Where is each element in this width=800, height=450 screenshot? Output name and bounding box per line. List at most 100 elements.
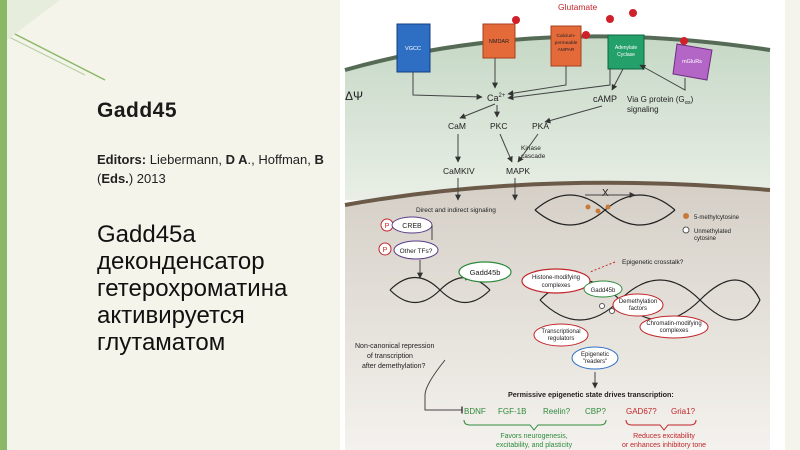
reduces-label: or enhances inhibitory tone [622, 442, 706, 449]
repression-arrow [424, 359, 463, 414]
noncanon-label: of transcription [367, 353, 413, 360]
methylcytosine [585, 204, 591, 210]
mglur-receptor [672, 43, 713, 81]
via-g-label-2: signaling [627, 105, 659, 114]
transcriptional-regulators-node [533, 323, 589, 347]
noncanon-label: after demethylation? [362, 363, 426, 370]
gene-fgf: FGF-1B [498, 407, 526, 416]
ampar-label: AMPAR [558, 47, 575, 53]
decorative-lines [6, 0, 106, 81]
unmethylated-cytosine [609, 308, 615, 314]
other-tfs-label: Other TFs? [400, 248, 433, 255]
glutamate-molecule [606, 15, 614, 23]
ampar-channel [550, 25, 582, 67]
glutamate-molecule [629, 9, 637, 17]
via-g-label: Via G protein (Gαs) [627, 95, 694, 106]
vgcc-channel [396, 23, 431, 73]
arrow [517, 133, 539, 163]
legend-methyl-swatch [683, 213, 689, 219]
arrow [507, 68, 611, 101]
ampar-label: Calcium- [557, 33, 576, 39]
histone-label: complexes [542, 283, 571, 289]
transreg-label: regulators [548, 336, 575, 342]
editors-segment: ( [97, 171, 102, 186]
methylcytosine [595, 208, 601, 214]
gene-reelin: Reelin? [543, 407, 571, 416]
crosstalk-arrow [589, 261, 616, 273]
glutamate-molecule [680, 37, 688, 45]
camkiv-label: CaMKIV [443, 166, 475, 176]
mglur-label: mGluRs [682, 59, 702, 65]
histone-label: Histone-modifying [532, 275, 580, 281]
green-bracket [463, 419, 607, 431]
cam-label: CaM [448, 121, 466, 131]
via-g-close: ) [691, 95, 694, 104]
body-line: деконденсатор [97, 248, 265, 275]
permissive-label: Permissive epigenetic state drives trans… [508, 390, 674, 399]
mapk-label: MAPK [506, 166, 530, 176]
editors-segment: ) 2013 [128, 171, 166, 186]
pkc-label: PKC [490, 121, 507, 131]
gene-bdnf: BDNF [464, 407, 486, 416]
glutamate-molecule [512, 16, 520, 24]
ca-charge: 2+ [499, 93, 506, 99]
legend-unmethyl: cytosine [694, 236, 717, 242]
histone-complex-node [521, 268, 591, 294]
readers-label: "readers" [583, 359, 608, 365]
ca-text: Ca [487, 93, 499, 103]
kinase-label: cascade [521, 153, 546, 160]
chromatin-node [639, 315, 709, 339]
gadd45b-small-node [583, 280, 623, 298]
readers-node [571, 346, 619, 370]
reduces-label: Reduces excitability [633, 433, 695, 440]
accent-bar [0, 0, 7, 450]
dna-strand [539, 279, 761, 321]
camp-label: cAMP [593, 94, 617, 104]
editors-segment: Eds. [101, 171, 129, 186]
pka-label: PKA [532, 121, 549, 131]
editors-names: Liebermann, D A., Hoffman, B (Eds.) 2013 [97, 152, 324, 186]
dna-strand [534, 194, 676, 226]
phospho-label: P [383, 247, 388, 254]
adenylate-cyclase [607, 34, 645, 70]
adenylate-label: Cyclase [617, 52, 635, 58]
legend-unmethyl: Unmethylated [694, 229, 731, 235]
readers-label: Epigenetic [581, 352, 609, 358]
vgcc-label: VGCC [405, 46, 421, 52]
other-tfs-node [393, 240, 439, 260]
demethylation-label: Demethylation [619, 299, 657, 305]
phospho-marker [378, 242, 392, 256]
body-line: глутаматом [97, 329, 226, 356]
via-g-sub: αs [685, 100, 691, 106]
gadd45b-label: Gadd45b [470, 268, 501, 277]
gene-cbp: CBP? [585, 407, 606, 416]
arrow [412, 72, 483, 100]
glutamate-label: Glutamate [558, 2, 597, 12]
nuclear-envelope [344, 180, 771, 207]
demethylation-node [612, 293, 664, 317]
gene-gria1: Gria1? [671, 407, 696, 416]
chromatin-label: complexes [660, 328, 689, 334]
gadd45b-node [458, 261, 512, 283]
arrow [459, 103, 496, 119]
arrow [639, 64, 686, 91]
arrow [544, 105, 603, 124]
favors-label: Favors neurogenesis, [500, 433, 567, 440]
transreg-label: Transcriptional [541, 329, 580, 335]
creb-label: CREB [402, 223, 422, 230]
body-line: активируется [97, 302, 245, 329]
demethylation-label: factors [629, 306, 647, 312]
favors-label: excitability, and plasticity [496, 442, 573, 449]
legend-methyl: 5-methylcytosine [694, 215, 740, 221]
legend-unmethyl-swatch [682, 226, 690, 234]
editors-segment: ., Hoffman, [247, 152, 315, 167]
kinase-label: Kinase [521, 145, 541, 152]
noncanon-label: Non-canonical repression [355, 343, 434, 350]
slide-title: Gadd45 [97, 99, 178, 122]
arrow [611, 68, 624, 91]
editors-segment: Liebermann, [146, 152, 226, 167]
chromatin-label: Chromatin-modifying [646, 321, 701, 327]
crosstalk-label: Epigenetic crosstalk? [622, 259, 684, 266]
delta-psi-label: ΔΨ [345, 89, 363, 103]
editors-citation: Editors: Liebermann, D A., Hoffman, B (E… [97, 150, 337, 188]
